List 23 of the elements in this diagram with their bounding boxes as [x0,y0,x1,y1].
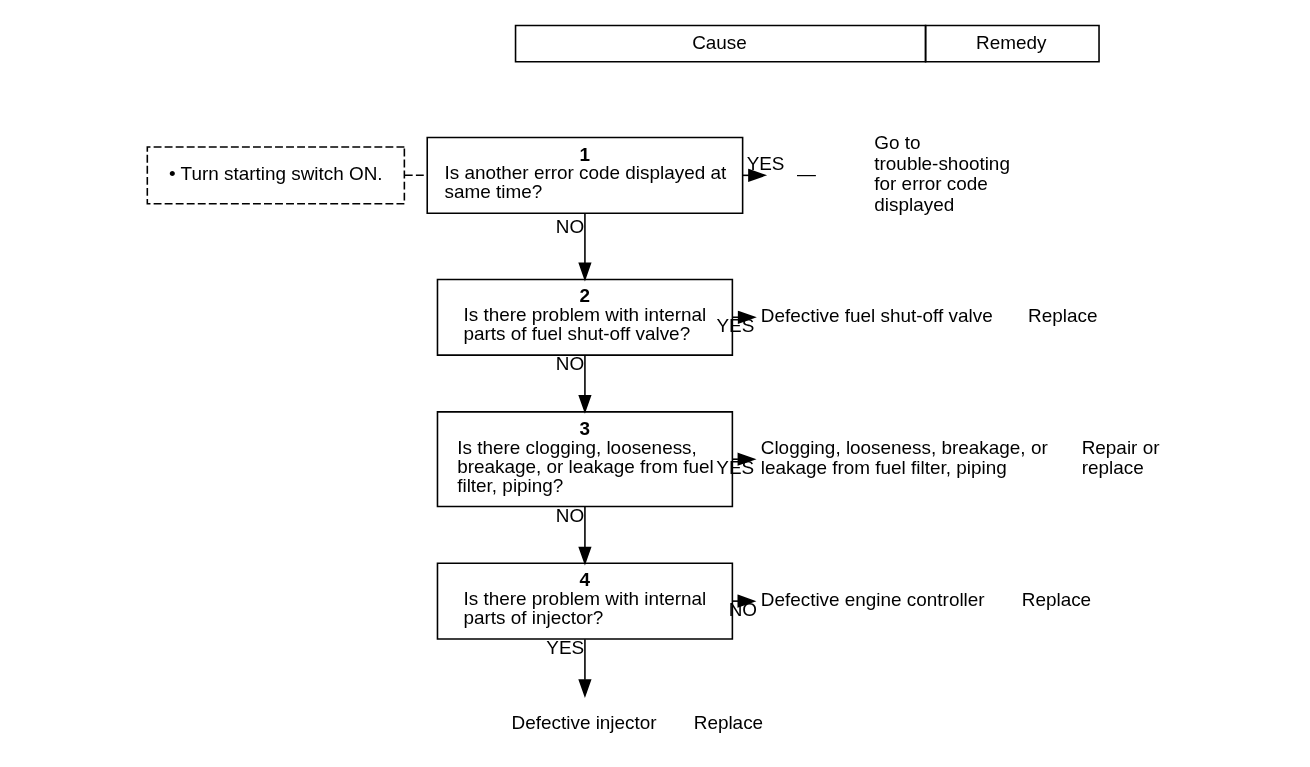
edge-label: YES [545,637,584,659]
edge-label: NO [555,215,584,237]
node-text: Defective engine controller [760,589,985,611]
node-label: Replace [1027,305,1097,327]
edge-label: NO [555,504,584,526]
node-text: Defective fuel shut-off valve [760,305,993,327]
arrow [577,212,592,282]
node-box: 1 Is another error code displayed at same time? [425,136,743,214]
node-text: — [796,163,816,185]
arrow [577,638,592,699]
node-label: Go to trouble-shooting for error code displayed [873,132,1010,215]
label: Cause [691,31,747,53]
node-box: • Turn starting switch ON. [146,146,405,205]
label: Remedy [975,31,1046,53]
edge-label: NO [555,353,584,375]
node-label: Replace [693,712,763,734]
arrow [577,354,592,414]
edge-label: YES [746,152,784,174]
node-label: Repair or replace [1081,436,1159,479]
arrow [577,506,592,566]
node-text: Defective injector [511,712,657,734]
node-text: Clogging, looseness, breakage, or leakage from fuel filter, piping [760,436,1048,479]
node-label: Replace [1021,589,1091,611]
